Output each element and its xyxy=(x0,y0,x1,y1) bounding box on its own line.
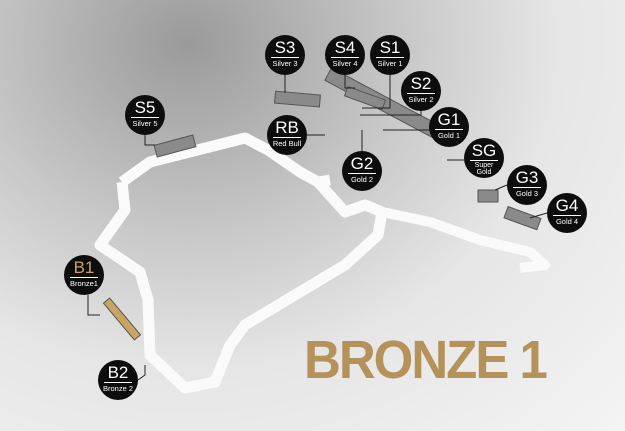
section-name: Silver 1 xyxy=(377,59,403,68)
section-code: S1 xyxy=(376,39,404,58)
section-code: G1 xyxy=(435,111,463,130)
grandstands xyxy=(102,67,542,341)
section-code: S3 xyxy=(271,39,299,58)
section-code: SG xyxy=(470,141,498,161)
section-name: Gold 4 xyxy=(555,217,579,226)
section-name: Gold 1 xyxy=(437,131,461,140)
section-name: Bronze1 xyxy=(70,279,98,288)
section-name: Red Bull xyxy=(272,139,302,148)
section-name: Silver 5 xyxy=(132,119,158,128)
section-name: Silver 3 xyxy=(272,59,298,68)
section-name: Super Gold xyxy=(474,162,494,176)
circuit-track xyxy=(94,132,388,394)
section-name: Gold 3 xyxy=(515,189,539,198)
section-code: G2 xyxy=(348,155,376,174)
section-code: G4 xyxy=(553,197,581,216)
section-name: Bronze 2 xyxy=(102,384,134,393)
section-code: G3 xyxy=(513,169,541,188)
section-code: B1 xyxy=(70,259,98,278)
section-name: Silver 4 xyxy=(332,59,358,68)
section-name: Silver 2 xyxy=(408,95,434,104)
section-code: S5 xyxy=(131,99,159,118)
section-code: RB xyxy=(273,119,301,138)
marker-leaders xyxy=(87,75,548,381)
circuit-track-branch xyxy=(380,207,550,273)
section-code: S4 xyxy=(331,39,359,58)
section-title: BRONZE 1 xyxy=(304,329,548,390)
section-name: Gold 2 xyxy=(350,175,374,184)
section-code: B2 xyxy=(104,364,132,383)
section-code: S2 xyxy=(407,75,435,94)
